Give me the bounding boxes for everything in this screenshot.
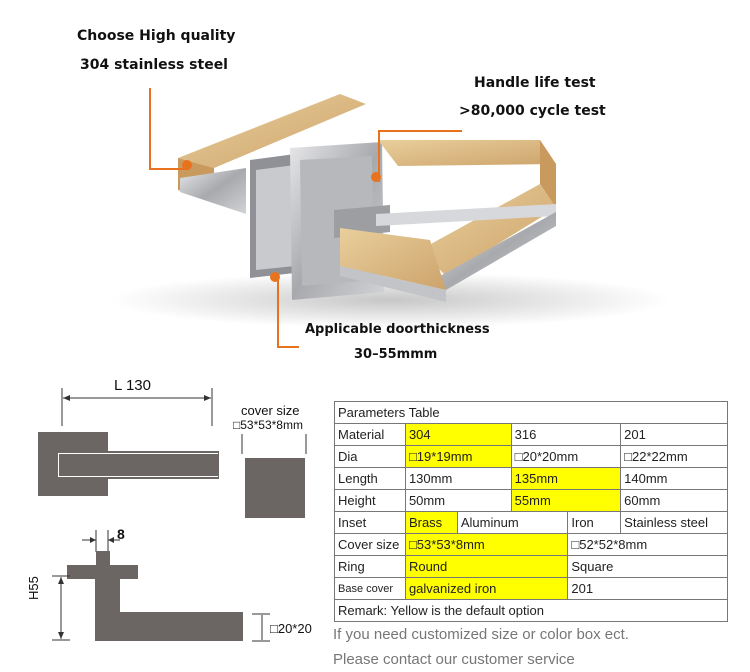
top-view-lever [56, 451, 219, 479]
table-row: Inset Brass Aluminum Iron Stainless stee… [334, 511, 728, 534]
table-cell: Height [334, 489, 406, 512]
table-cell: Material [334, 423, 406, 446]
table-title-row: Parameters Table [334, 401, 728, 424]
table-cell: 140mm [620, 467, 728, 490]
table-cell: Cover size [334, 533, 406, 556]
callout-life-cycles: >80,000 cycle test [459, 103, 606, 119]
length-dimension-line [61, 388, 213, 426]
table-cell: Length [334, 467, 406, 490]
table-cell-default: Brass [404, 511, 458, 534]
cover-size-title: cover size [241, 403, 300, 418]
neck-label: 8 [117, 526, 125, 542]
custom-note-line2: Please contact our customer service [333, 651, 575, 668]
table-cell-default: □19*19mm [404, 445, 512, 468]
table-row: Base cover galvanized iron 201 [334, 577, 728, 600]
square-dimension-line [252, 613, 270, 642]
callout-door-leader [277, 280, 299, 348]
product-illustration [110, 94, 670, 328]
neck-dimension-line [82, 530, 120, 552]
table-cell: Ring [334, 555, 406, 578]
table-cell: □52*52*8mm [567, 533, 728, 556]
table-remark: Remark: Yellow is the default option [334, 599, 728, 622]
cover-dimension-line [241, 434, 307, 454]
callout-quality-title: Choose High quality [77, 28, 236, 44]
custom-note-line1: If you need customized size or color box… [333, 626, 629, 643]
callout-life-title: Handle life test [474, 75, 596, 91]
table-cell: 316 [510, 423, 622, 446]
table-cell: 50mm [404, 489, 512, 512]
table-cell: □22*22mm [620, 445, 728, 468]
parameters-table: Parameters Table Material 304 316 201 Di… [334, 401, 728, 622]
table-cell: Dia [334, 445, 406, 468]
side-view-lever [95, 612, 243, 641]
callout-life-leader [378, 130, 462, 182]
table-row: Height 50mm 55mm 60mm [334, 489, 728, 512]
lever-handle-illustration [110, 94, 670, 328]
table-remark-row: Remark: Yellow is the default option [334, 599, 728, 622]
table-title: Parameters Table [334, 401, 728, 424]
square-spindle-label: □20*20 [270, 621, 312, 636]
table-cell: 130mm [404, 467, 512, 490]
callout-quality-leader [149, 88, 189, 170]
callout-quality-material: 304 stainless steel [80, 57, 228, 73]
table-cell-default: 135mm [510, 467, 622, 490]
height-dimension-line [52, 575, 70, 641]
table-cell: Inset [334, 511, 406, 534]
table-cell: Iron [567, 511, 622, 534]
table-cell: 201 [567, 577, 728, 600]
side-view-spindle [96, 551, 110, 567]
table-cell: Square [567, 555, 728, 578]
length-label: L 130 [114, 377, 151, 394]
table-cell: 60mm [620, 489, 728, 512]
table-cell: Base cover [334, 577, 406, 600]
table-row: Length 130mm 135mm 140mm [334, 467, 728, 490]
callout-quality-dot [182, 160, 192, 170]
table-cell-default: Round [404, 555, 569, 578]
callout-door-dot [270, 272, 280, 282]
side-view-rose [67, 565, 138, 579]
table-cell-default: □53*53*8mm [404, 533, 569, 556]
cover-size-value: □53*53*8mm [233, 418, 303, 432]
height-label: H55 [26, 576, 41, 600]
table-cell-default: galvanized iron [404, 577, 569, 600]
table-row: Material 304 316 201 [334, 423, 728, 446]
table-row: Dia □19*19mm □20*20mm □22*22mm [334, 445, 728, 468]
top-view-inset-line [58, 453, 218, 477]
table-row: Cover size □53*53*8mm □52*52*8mm [334, 533, 728, 556]
table-cell-default: 55mm [510, 489, 622, 512]
callout-life-dot [371, 172, 381, 182]
table-cell-default: 304 [404, 423, 512, 446]
table-row: Ring Round Square [334, 555, 728, 578]
callout-door-title: Applicable doorthickness [305, 322, 490, 337]
cover-plate-square [245, 458, 305, 518]
table-cell: Aluminum [456, 511, 569, 534]
table-cell: □20*20mm [510, 445, 622, 468]
table-cell: Stainless steel [620, 511, 728, 534]
table-cell: 201 [620, 423, 728, 446]
callout-door-range: 30–55mmm [354, 347, 438, 362]
